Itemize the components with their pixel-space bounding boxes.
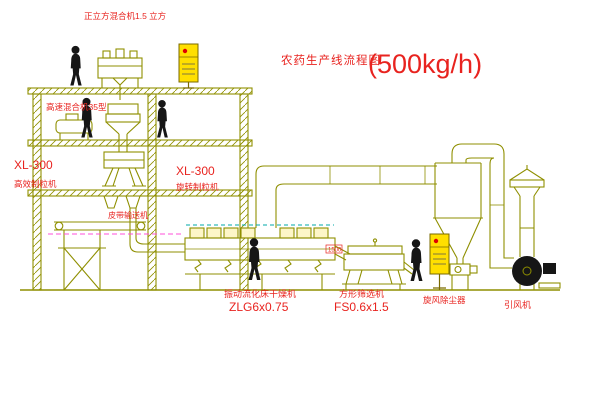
person-figure — [410, 239, 423, 281]
mid-feeder-mixer — [105, 103, 141, 152]
square-sieve — [342, 238, 415, 290]
label-dryer-name: 振动流化床干燥机 — [224, 288, 296, 299]
rotary-granulator — [102, 151, 146, 187]
building-frame — [20, 87, 560, 291]
machines — [54, 48, 561, 291]
floor-slab-mid — [27, 139, 253, 147]
label-cube-mixer: 正立方混合机1.5 立方 — [84, 11, 166, 21]
floor-slab-top — [27, 87, 253, 95]
column-left — [32, 93, 42, 291]
power-indicator — [182, 48, 188, 54]
induced-draft-fan — [512, 256, 556, 286]
control-panel-upper — [178, 43, 199, 89]
label-mid-granulator-name: 旋转制粒机 — [176, 182, 219, 192]
page-title: 农药生产线流程图 — [281, 53, 381, 67]
power-indicator — [433, 238, 439, 244]
column-middle — [147, 93, 157, 291]
label-left-granulator-name: 高效制粒机 — [14, 179, 57, 189]
belt-conveyor — [54, 221, 146, 291]
fan-inlet-duct — [489, 254, 514, 269]
label-high-speed-mixer: 高速混合机35型 — [46, 102, 107, 112]
fluid-bed-dryer — [184, 227, 351, 290]
label-mid-granulator-model: XL-300 — [176, 164, 215, 178]
dim-tag-box — [325, 244, 343, 254]
label-sieve-name: 方形筛选机 — [339, 288, 384, 299]
discharge-hoppers — [103, 195, 185, 253]
person-figure — [70, 45, 82, 86]
page-title-capacity: (500kg/h) — [368, 49, 482, 79]
exhaust-stack — [509, 165, 545, 257]
column-right — [239, 93, 249, 291]
label-cyclone: 旋风除尘器 — [423, 295, 466, 305]
cube-mixer — [97, 48, 143, 100]
dim-tag-1500: 1500 — [328, 248, 342, 254]
person-figure — [157, 99, 168, 138]
label-dryer-model: ZLG6x0.75 — [229, 300, 289, 314]
label-fan: 引风机 — [504, 299, 531, 310]
label-left-granulator-model: XL-300 — [14, 158, 53, 172]
label-belt-conveyor: 皮带输送机 — [108, 210, 148, 220]
label-sieve-model: FS0.6x1.5 — [334, 300, 389, 314]
control-panel-lower — [429, 233, 450, 290]
exhaust-duct — [255, 165, 437, 228]
high-speed-mixer — [55, 113, 93, 140]
